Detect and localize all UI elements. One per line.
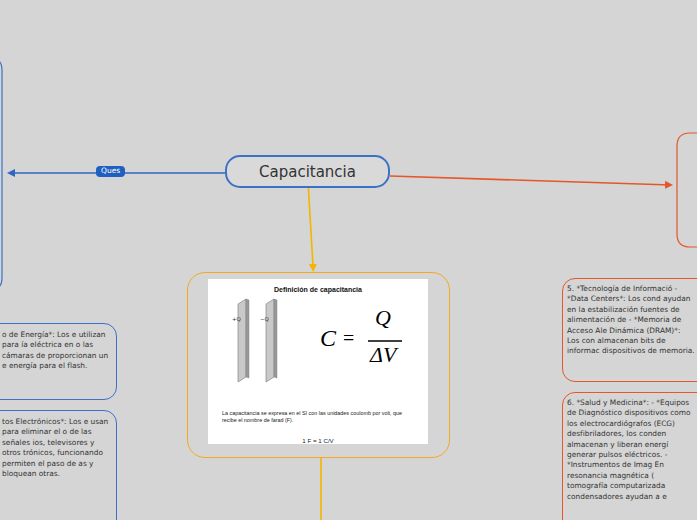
central-topic: Capacitancia xyxy=(225,155,390,188)
formula-symbol: ΔV xyxy=(370,342,396,367)
subtopic-box: 6. *Salud y Medicina*: - *Equipos de Dia… xyxy=(562,392,697,520)
partial-node xyxy=(677,133,697,247)
subtopic-box: 5. *Tecnología de Informació - *Data Cen… xyxy=(562,278,697,382)
charge-label: −Q xyxy=(260,316,269,322)
formula-symbol: Q xyxy=(375,305,391,330)
edge-label: Ques xyxy=(96,166,125,177)
node-text: tos Electrónicos*: Los e usan para elimi… xyxy=(2,417,114,479)
node-text: o de Energía*: Los e utilizan para ía el… xyxy=(2,330,114,372)
formula-symbol: = xyxy=(343,327,354,350)
subtopic-box: o de Energía*: Los e utilizan para ía el… xyxy=(0,323,117,400)
node-text: Capacitancia xyxy=(259,163,356,181)
connector xyxy=(390,176,671,185)
node-text: 1 F = 1 C/V xyxy=(208,437,428,445)
node-text: La capacitancia se expresa en el SI con … xyxy=(222,410,418,424)
node-text: 5. *Tecnología de Informació - *Data Cen… xyxy=(567,284,695,357)
node-text: Definición de capacitancia xyxy=(208,285,428,294)
charge-label: +Q xyxy=(232,316,241,322)
partial-node xyxy=(0,58,2,290)
connector xyxy=(308,188,313,270)
subtopic-box: tos Electrónicos*: Los e usan para elimi… xyxy=(0,410,117,520)
formula-symbol: C xyxy=(320,325,336,353)
image-topic: Definición de capacitancia La capacitanci… xyxy=(187,272,450,458)
connector xyxy=(320,458,322,520)
node-text: 6. *Salud y Medicina*: - *Equipos de Dia… xyxy=(567,398,695,502)
